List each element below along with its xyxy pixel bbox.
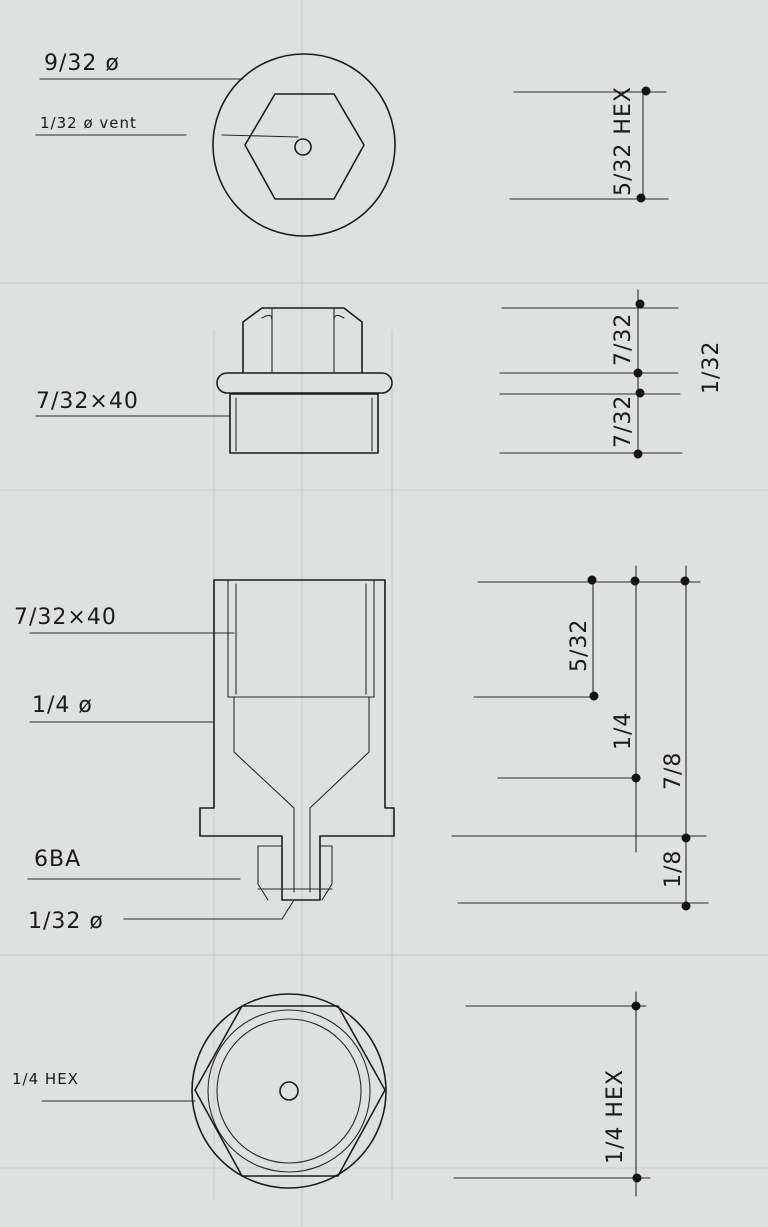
label-dim-1-4: 1/4: [611, 712, 636, 750]
label-hex-bottom-dim: 1/4 HEX: [603, 1069, 628, 1164]
label-plug-height-1: 7/32: [611, 313, 636, 366]
label-dim-7-8: 7/8: [661, 752, 686, 790]
body-section-view: [199, 579, 395, 901]
dimension-hex-bottom: [453, 991, 651, 1197]
label-plug-height-2: 7/32: [611, 395, 636, 448]
body-bottom-view: [191, 993, 387, 1189]
label-tip-hole: 1/32 ø: [28, 909, 104, 934]
label-hex-top: 5/32 HEX: [611, 86, 636, 196]
label-dim-5-32: 5/32: [567, 619, 592, 672]
label-body-diameter: 1/4 ø: [32, 693, 93, 718]
label-hole-diameter: 9/32 ø: [44, 51, 120, 76]
label-dim-1-8: 1/8: [661, 850, 686, 888]
label-tip-thread: 6BA: [34, 847, 81, 872]
dimension-hex-top: [509, 86, 669, 203]
label-plug-thread: 7/32×40: [36, 389, 139, 414]
dimension-body-lengths: [451, 565, 709, 911]
dimension-plug-heights: [499, 289, 683, 459]
body-section-leaders: [27, 632, 295, 920]
plug-side-view: [216, 307, 393, 454]
plug-top-leaders: [35, 78, 299, 138]
label-hex-bottom: 1/4 HEX: [12, 1070, 79, 1088]
plug-top-view: [212, 53, 396, 237]
label-plug-gap: 1/32: [699, 341, 724, 394]
label-body-thread: 7/32×40: [14, 605, 117, 630]
label-vent: 1/32 ø vent: [40, 114, 137, 132]
